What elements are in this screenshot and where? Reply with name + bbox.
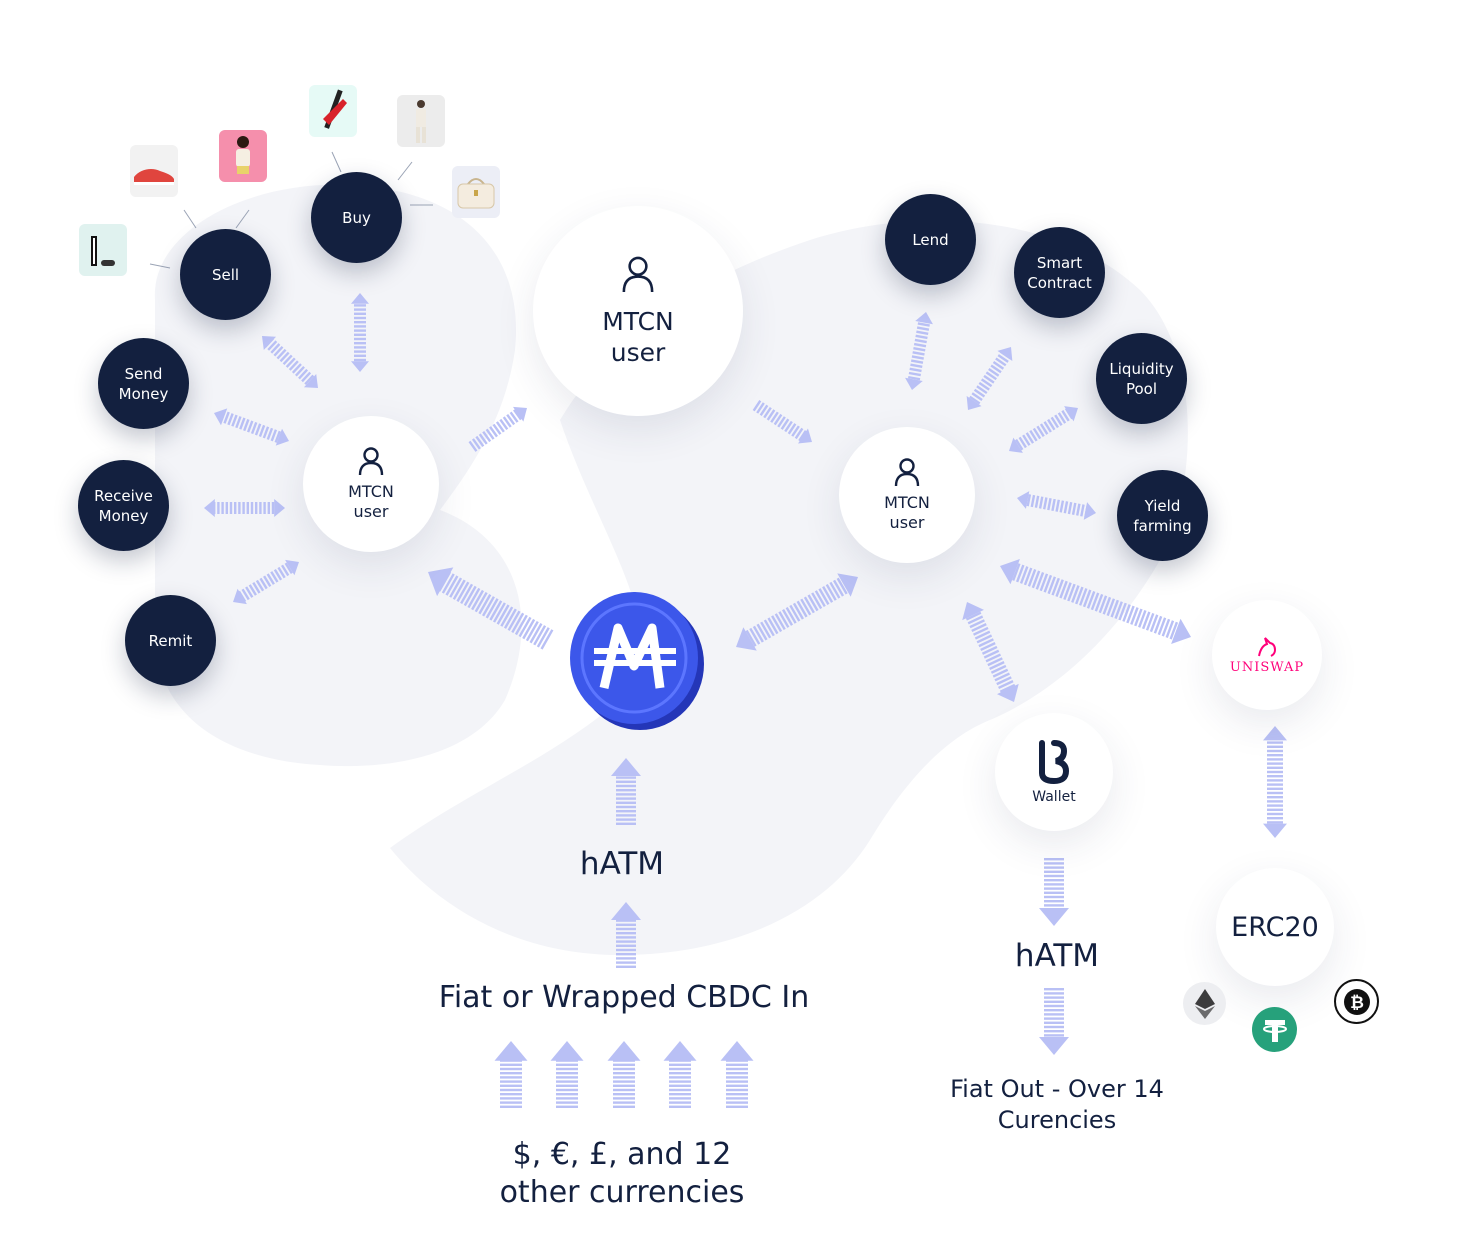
arrow-connector xyxy=(720,1041,754,1108)
buy-node[interactable]: Buy xyxy=(311,172,402,263)
smart-contract-label: Smart Contract xyxy=(1027,253,1092,292)
yield-farming-label: Yield farming xyxy=(1133,496,1192,535)
wallet-hatm-label: hATM xyxy=(1014,938,1100,974)
buy-label: Buy xyxy=(342,208,371,227)
arrow-connector xyxy=(752,399,812,444)
uniswap-node[interactable]: UNISWAP xyxy=(1212,600,1322,710)
arrow-connector xyxy=(1039,858,1069,926)
fiat-in-label: Fiat or Wrapped CBDC In xyxy=(438,980,810,1015)
arrow-connector xyxy=(1263,726,1287,838)
uniswap-label: UNISWAP xyxy=(1229,659,1305,675)
receive-money-label: Receive Money xyxy=(94,486,153,525)
send-money-label: Send Money xyxy=(118,364,169,403)
console-image xyxy=(79,224,127,276)
arrow-connector xyxy=(611,758,641,825)
currencies-label: $, €, £, and 12 other currencies xyxy=(499,1137,745,1210)
wallet-node[interactable]: Wallet xyxy=(995,713,1113,831)
handbag-image xyxy=(452,166,500,218)
arrow-connector xyxy=(1039,988,1069,1055)
outfit-image xyxy=(397,95,445,147)
lipstick-image xyxy=(309,85,357,137)
erc20-node[interactable]: ERC20 xyxy=(1216,868,1334,986)
thumbnail-connector xyxy=(183,209,197,229)
bitcoin-icon: ₿ xyxy=(1334,979,1379,1024)
fiat-out-label: Fiat Out - Over 14 Curencies xyxy=(950,1075,1164,1134)
left-user-label: MTCN user xyxy=(348,482,394,521)
arrow-connector xyxy=(213,408,289,446)
thumbnail-connector xyxy=(149,263,171,269)
lend-node[interactable]: Lend xyxy=(885,194,976,285)
arrow-connector xyxy=(1009,406,1078,453)
arrow-connector xyxy=(611,902,641,968)
sell-label: Sell xyxy=(211,265,240,284)
arrow-connector xyxy=(736,573,859,651)
arrow-connector xyxy=(232,559,299,605)
arrow-connector xyxy=(1000,558,1191,645)
thumbnail-connector xyxy=(397,161,413,181)
send-money-node[interactable]: Send Money xyxy=(98,338,189,429)
remit-label: Remit xyxy=(148,631,193,650)
top-user-node[interactable]: MTCN user xyxy=(533,206,743,416)
wallet-label: Wallet xyxy=(1032,789,1076,805)
thumbnail-connector xyxy=(235,209,250,229)
liquidity-pool-label: Liquidity Pool xyxy=(1109,359,1174,398)
right-user-node[interactable]: MTCN user xyxy=(839,427,975,563)
lend-label: Lend xyxy=(912,230,949,249)
receive-money-node[interactable]: Receive Money xyxy=(78,460,169,551)
arrow-connector xyxy=(966,346,1013,410)
unicorn-icon xyxy=(1258,636,1277,657)
mtcn-coin-icon xyxy=(560,586,710,736)
arrow-connector xyxy=(550,1041,584,1108)
arrow-connector xyxy=(468,406,528,452)
arrow-connector xyxy=(262,335,318,388)
thumbnail-connector xyxy=(331,151,342,173)
erc20-label: ERC20 xyxy=(1231,911,1319,943)
arrow-connector xyxy=(1017,491,1097,520)
top-user-label: MTCN user xyxy=(602,307,674,367)
arrow-connector xyxy=(607,1041,641,1108)
arrow-connector xyxy=(204,499,285,517)
sneaker-image xyxy=(130,145,178,197)
left-user-node[interactable]: MTCN user xyxy=(303,416,439,552)
arrow-connector xyxy=(428,567,554,650)
b-wallet-icon xyxy=(1039,740,1070,785)
connector-arrows xyxy=(149,151,1287,1108)
smart-contract-node[interactable]: Smart Contract xyxy=(1014,227,1105,318)
svg-text:₿: ₿ xyxy=(1350,993,1364,1013)
yield-farming-node[interactable]: Yield farming xyxy=(1117,470,1208,561)
arrow-connector xyxy=(905,311,933,390)
ethereum-icon xyxy=(1183,982,1226,1025)
center-hatm-label: hATM xyxy=(579,846,665,882)
arrow-connector xyxy=(494,1041,528,1108)
arrow-connector xyxy=(351,293,369,372)
arrow-connector xyxy=(962,602,1019,703)
remit-node[interactable]: Remit xyxy=(125,595,216,686)
arrow-connector xyxy=(663,1041,697,1108)
right-user-label: MTCN user xyxy=(884,493,930,532)
user-icon xyxy=(894,458,920,487)
user-icon xyxy=(622,256,654,293)
sell-node[interactable]: Sell xyxy=(180,229,271,320)
user-icon xyxy=(358,447,384,476)
liquidity-pool-node[interactable]: Liquidity Pool xyxy=(1096,333,1187,424)
tether-icon xyxy=(1252,1007,1297,1052)
fashion-model-image xyxy=(219,130,267,182)
